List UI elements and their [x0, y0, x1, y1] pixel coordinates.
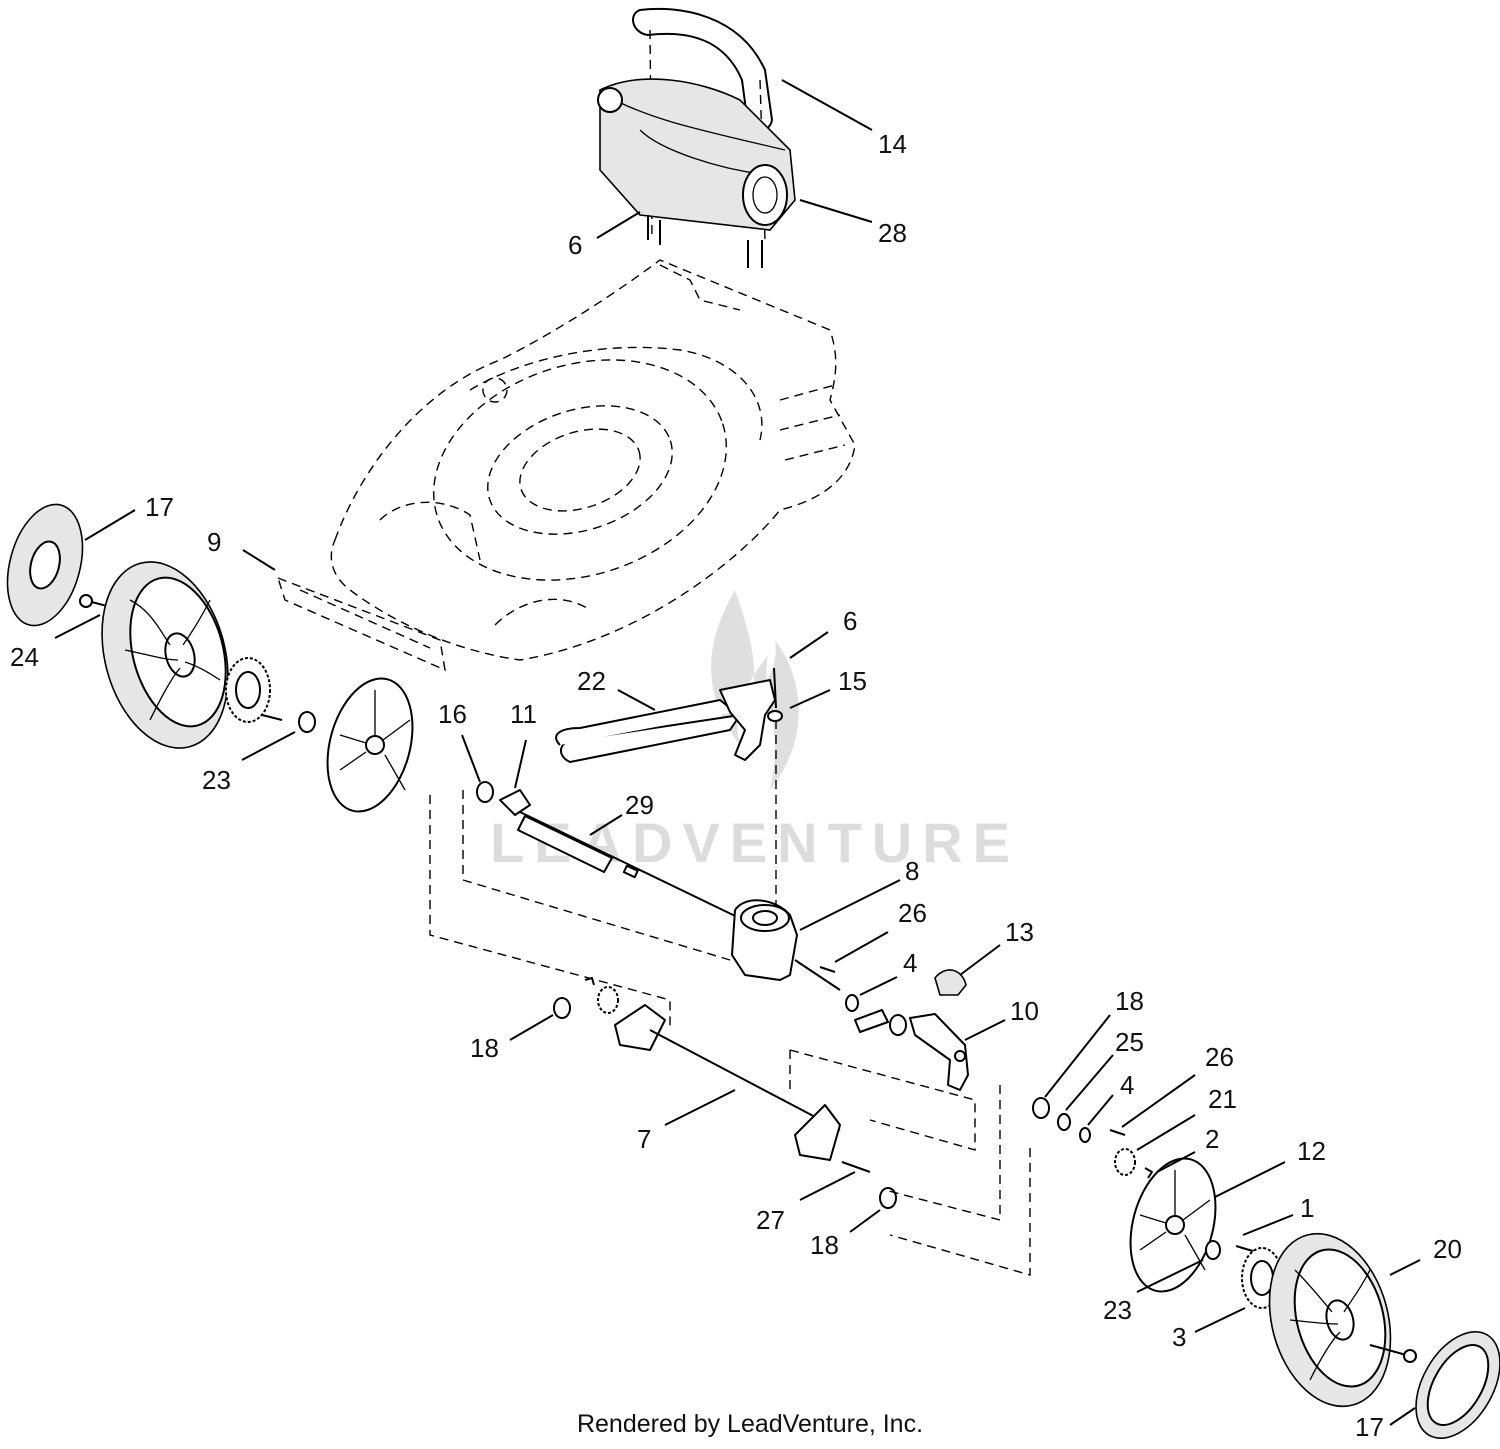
left-gear: [225, 657, 271, 723]
right-wheel: [1268, 1232, 1392, 1408]
callout-26-right: 26: [1205, 1042, 1234, 1072]
assembly-guides: [429, 790, 1031, 1276]
bracket-arm: [909, 1013, 969, 1091]
callout-3: 3: [1172, 1322, 1186, 1352]
right-wheel-bolt: [1369, 1344, 1417, 1363]
control-bail: [555, 667, 783, 905]
right-washer: [1205, 1240, 1221, 1260]
right-wheel-cover: [1129, 1157, 1217, 1293]
pivot-washer: [889, 1014, 907, 1036]
callout-4-right: 4: [1120, 1070, 1134, 1100]
shaft-key: [819, 966, 836, 973]
callout-26-center: 26: [898, 898, 927, 928]
handle-assembly: [597, 7, 796, 268]
callout-12: 12: [1297, 1136, 1326, 1166]
callout-29: 29: [625, 790, 654, 820]
callout-13: 13: [1005, 917, 1034, 947]
callout-7: 7: [637, 1124, 651, 1154]
callout-18-left: 18: [470, 1033, 499, 1063]
callout-8: 8: [905, 856, 919, 886]
callout-22: 22: [577, 666, 606, 696]
callout-18-right-top: 18: [1115, 986, 1144, 1016]
callout-6-bail: 6: [843, 606, 857, 636]
callout-10: 10: [1010, 996, 1039, 1026]
left-shaft-parts: [476, 781, 531, 816]
callout-23-left: 23: [202, 765, 231, 795]
callout-23-right: 23: [1103, 1295, 1132, 1325]
callout-6-top: 6: [568, 230, 582, 260]
callout-14: 14: [878, 129, 907, 159]
callout-2: 2: [1205, 1124, 1219, 1154]
callout-18-bottom: 18: [810, 1230, 839, 1260]
transmission: [731, 899, 841, 991]
callout-21: 21: [1208, 1084, 1237, 1114]
left-washer: [298, 711, 316, 733]
callout-24: 24: [10, 642, 39, 672]
axle-pinion-left: [584, 977, 619, 1014]
axle-washer-right: [879, 1187, 897, 1209]
leader-lines: [54, 79, 1421, 1426]
rear-axle: [614, 1004, 871, 1173]
left-wheel-cover: [326, 677, 414, 813]
callout-17-left: 17: [145, 492, 174, 522]
callout-1: 1: [1300, 1193, 1314, 1223]
callout-15: 15: [838, 666, 867, 696]
callout-25: 25: [1115, 1027, 1144, 1057]
callout-16: 16: [438, 699, 467, 729]
transmission-washer: [845, 994, 859, 1012]
left-wheel: [101, 561, 229, 749]
callout-11: 11: [510, 699, 537, 729]
right-gear-screw: [1235, 1245, 1257, 1253]
axle-washer-left: [553, 997, 571, 1019]
credit-footer: Rendered by LeadVenture, Inc.: [576, 1410, 924, 1438]
callout-20: 20: [1433, 1234, 1462, 1264]
bumper: [276, 576, 446, 672]
callout-9: 9: [207, 527, 221, 557]
left-hub-cap: [6, 503, 84, 627]
callout-numbers: 14 28 6 17 9 24 23 6 22 15 16 11 29 8 26…: [10, 129, 1462, 1442]
callout-28: 28: [878, 218, 907, 248]
callout-27: 27: [756, 1205, 785, 1235]
right-small-parts: [1032, 1097, 1153, 1179]
mower-deck: [330, 259, 856, 661]
left-gear-screw: [261, 714, 283, 721]
pawl: [854, 1009, 889, 1033]
cover-knob: [934, 969, 967, 996]
callout-4-center: 4: [903, 948, 917, 978]
callout-17-right: 17: [1355, 1412, 1384, 1442]
watermark: LEADVENTURE: [490, 590, 1010, 874]
drive-shaft: [517, 811, 761, 929]
right-hub-cap: [1415, 1331, 1500, 1439]
